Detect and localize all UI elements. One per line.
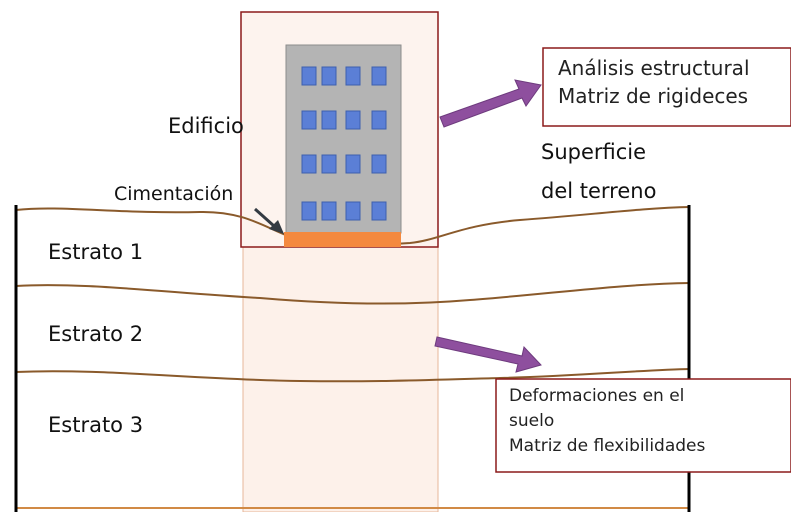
foundation bbox=[284, 232, 401, 247]
window bbox=[345, 201, 361, 221]
window bbox=[371, 110, 387, 130]
foundation-label: Cimentación bbox=[114, 183, 234, 205]
window bbox=[301, 201, 317, 221]
window bbox=[371, 66, 387, 86]
surface-label-line2: del terreno bbox=[541, 179, 657, 203]
stratum-boundary-2 bbox=[15, 368, 691, 383]
foundation-pointer-head bbox=[269, 220, 284, 234]
window bbox=[371, 154, 387, 174]
soil-box-line1: Deformaciones en el bbox=[509, 386, 685, 406]
window bbox=[321, 201, 337, 221]
window bbox=[345, 110, 361, 130]
stratum-2-label: Estrato 2 bbox=[48, 322, 144, 346]
window bbox=[345, 154, 361, 174]
structural-analysis-box bbox=[542, 47, 791, 127]
structural-box-line2: Matriz de rigideces bbox=[558, 84, 749, 108]
window bbox=[345, 66, 361, 86]
window bbox=[371, 201, 387, 221]
building-label: Edificio bbox=[168, 114, 244, 138]
soil-box-text: Deformaciones en el suelo Matriz de flex… bbox=[509, 384, 787, 459]
window bbox=[301, 110, 317, 130]
building-windows bbox=[301, 66, 387, 221]
window bbox=[301, 66, 317, 86]
surface-label-line1: Superficie bbox=[541, 140, 647, 164]
stratum-boundary-1 bbox=[15, 282, 691, 305]
window bbox=[321, 154, 337, 174]
window bbox=[321, 66, 337, 86]
foundation-pointer-line bbox=[253, 207, 276, 228]
structural-box-line1: Análisis estructural bbox=[558, 56, 750, 80]
stratum-1-label: Estrato 1 bbox=[48, 240, 144, 264]
window bbox=[321, 110, 337, 130]
structural-arrow bbox=[439, 79, 542, 128]
soil-arrow bbox=[434, 336, 542, 373]
soil-deformation-box bbox=[495, 378, 791, 473]
stratum-3-label: Estrato 3 bbox=[48, 413, 144, 437]
soil-box-line3: Matriz de flexibilidades bbox=[509, 436, 706, 456]
soil-box-line2: suelo bbox=[509, 411, 555, 431]
window bbox=[301, 154, 317, 174]
structural-box-text: Análisis estructural Matriz de rigideces bbox=[558, 54, 788, 110]
